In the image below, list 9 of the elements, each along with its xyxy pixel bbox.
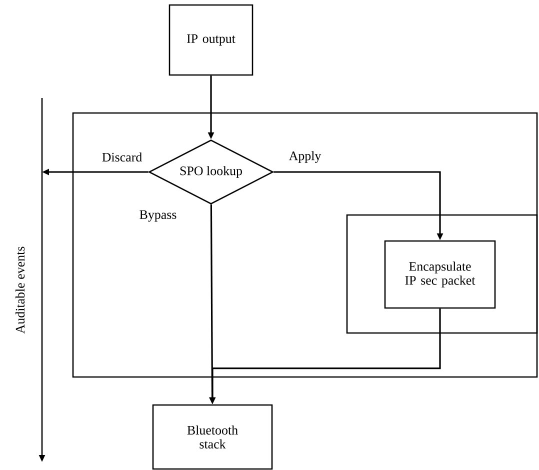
- group-frame: [72, 112, 538, 378]
- edge-label: Bypass: [140, 210, 176, 222]
- axis-label: Auditable events: [15, 246, 25, 334]
- process-box: Bluetooth stack: [152, 404, 273, 470]
- edge-label: Discard: [102, 152, 142, 162]
- edge-label: Apply: [288, 151, 322, 163]
- process-box: IP output: [168, 4, 254, 76]
- process-box: Encapsulate IP sec packet: [384, 240, 496, 309]
- group-frame: [346, 214, 538, 334]
